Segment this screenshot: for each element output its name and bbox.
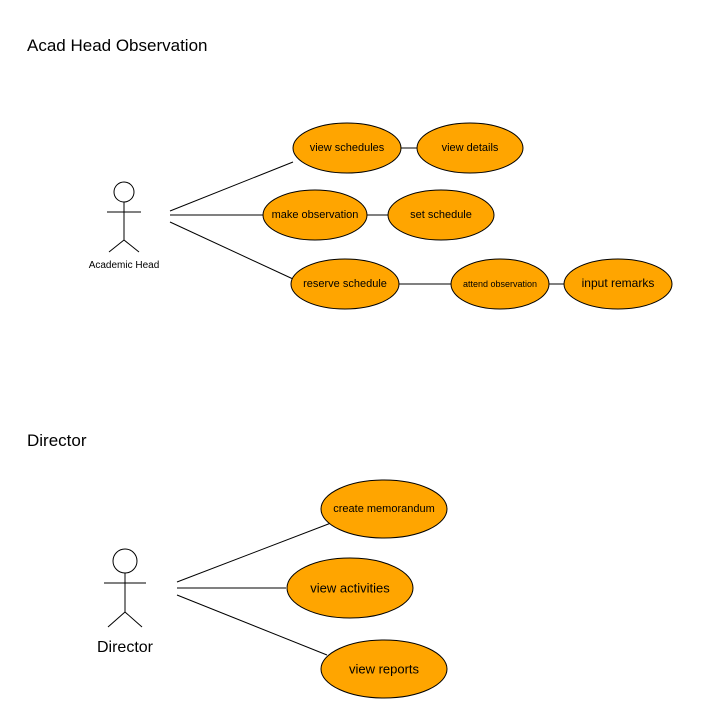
use-case-view-schedules[interactable]: view schedules: [292, 122, 402, 174]
svg-text:set schedule: set schedule: [410, 209, 472, 221]
use-case-view-details[interactable]: view details: [416, 122, 524, 174]
svg-text:input remarks: input remarks: [582, 276, 655, 290]
assoc-director-create-memorandum: [176, 522, 332, 583]
actor-label-director: Director: [97, 639, 154, 656]
use-case-reserve-schedule[interactable]: reserve schedule: [290, 258, 400, 310]
use-case-view-activities[interactable]: view activities: [286, 557, 414, 619]
use-case-make-observation[interactable]: make observation: [262, 189, 368, 241]
actor-head: [113, 181, 135, 203]
assoc-actor-reserve-schedule: [169, 221, 294, 280]
use-case-input-remarks[interactable]: input remarks: [563, 258, 673, 310]
svg-text:make observation: make observation: [272, 209, 359, 221]
svg-text:view activities: view activities: [310, 581, 390, 596]
actor-academic-head: Academic Head: [89, 181, 160, 271]
actor-head: [112, 548, 138, 574]
svg-text:view details: view details: [442, 142, 499, 154]
section-title-director: Director: [27, 431, 87, 450]
actor-director: Director: [97, 548, 154, 656]
acad-associations: [169, 147, 566, 285]
use-case-create-memorandum[interactable]: create memorandum: [320, 479, 448, 539]
svg-text:create memorandum: create memorandum: [333, 503, 435, 515]
use-case-set-schedule[interactable]: set schedule: [387, 189, 495, 241]
svg-text:view schedules: view schedules: [310, 142, 385, 154]
assoc-director-view-reports: [176, 594, 328, 656]
actor-label-academic-head: Academic Head: [89, 260, 160, 271]
use-case-view-reports[interactable]: view reports: [320, 639, 448, 699]
director-associations: [176, 522, 332, 656]
svg-text:reserve schedule: reserve schedule: [303, 278, 387, 290]
svg-text:view reports: view reports: [349, 662, 420, 677]
use-case-attend-observation[interactable]: attend observation: [450, 258, 550, 310]
assoc-actor-view-schedules: [169, 161, 294, 212]
svg-text:attend observation: attend observation: [463, 279, 537, 289]
section-title-acad: Acad Head Observation: [27, 36, 208, 55]
